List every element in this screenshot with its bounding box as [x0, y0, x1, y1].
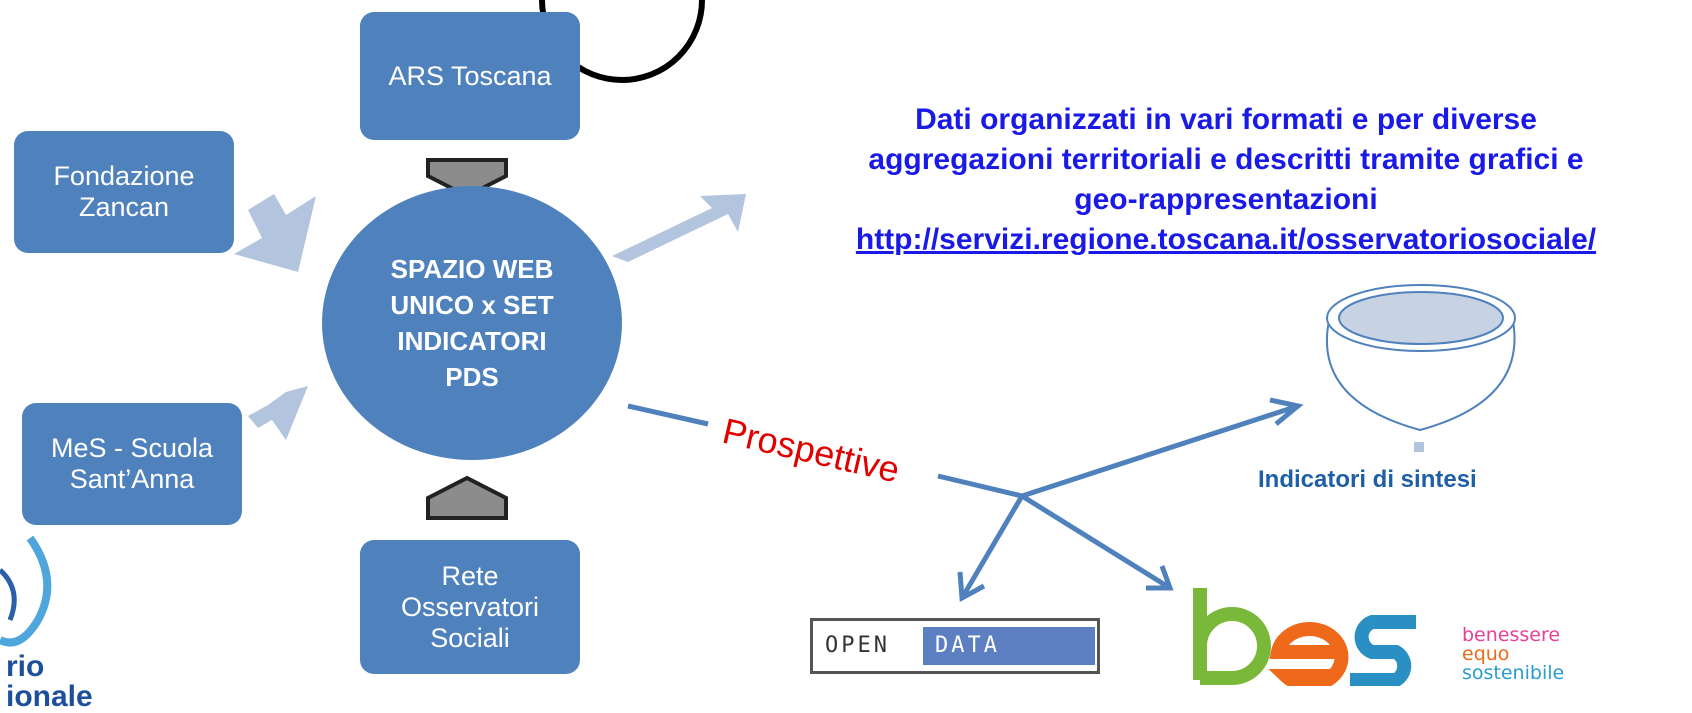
bes-tag-1: benessere — [1462, 624, 1561, 646]
arrow-hub-to-description — [612, 194, 746, 262]
bes-tag-3: sostenibile — [1462, 662, 1565, 684]
line-hub-to-prospettive — [627, 403, 709, 427]
line-prospettive-to-junction — [937, 473, 1023, 499]
indicatori-sintesi-label: Indicatori di sintesi — [1258, 466, 1477, 493]
bes-logo: bes — [1193, 588, 1416, 686]
logo-swirl — [0, 535, 52, 647]
open-data-part1: OPEN — [825, 633, 890, 658]
arrow-junction-to-opendata — [959, 494, 1025, 600]
bes-tag-2: equo — [1462, 643, 1510, 665]
node-rete-label: Rete Osservatori Sociali — [400, 560, 540, 653]
description-text: Dati organizzati in vari formati e per d… — [868, 103, 1584, 216]
node-mes-scuola: MeS - Scuola Sant’Anna — [22, 403, 242, 525]
osservatorio-logo-text: rio ionale — [6, 650, 93, 713]
node-rete-osservatori: Rete Osservatori Sociali — [360, 540, 580, 674]
node-ars-label: ARS Toscana — [388, 60, 552, 91]
node-fondazione-label: Fondazione Zancan — [53, 161, 195, 222]
arrow-junction-to-funnel — [1021, 403, 1299, 499]
node-ars-toscana: ARS Toscana — [360, 12, 580, 140]
arrow-fondazione-to-hub — [234, 194, 316, 272]
hub-label: SPAZIO WEB UNICO x SET INDICATORI PDS — [390, 254, 554, 392]
osservatorio-link[interactable]: http://servizi.regione.toscana.it/osserv… — [855, 223, 1597, 256]
open-data-part2: DATA — [923, 627, 1095, 665]
node-fondazione-zancan: Fondazione Zancan — [14, 131, 234, 253]
bes-tagline: benessere equo sostenibile — [1462, 626, 1564, 683]
hub-spazio-web: SPAZIO WEB UNICO x SET INDICATORI PDS — [322, 186, 622, 460]
description-block: Dati organizzati in vari formati e per d… — [760, 100, 1692, 260]
arrow-mes-to-hub — [248, 386, 308, 440]
arrow-junction-to-bes — [1020, 493, 1172, 591]
node-mes-label: MeS - Scuola Sant’Anna — [50, 433, 214, 494]
connectors-layer — [0, 0, 1516, 647]
arrow-rete-to-hub — [426, 475, 508, 520]
open-data-logo: OPEN DATA — [810, 618, 1100, 674]
